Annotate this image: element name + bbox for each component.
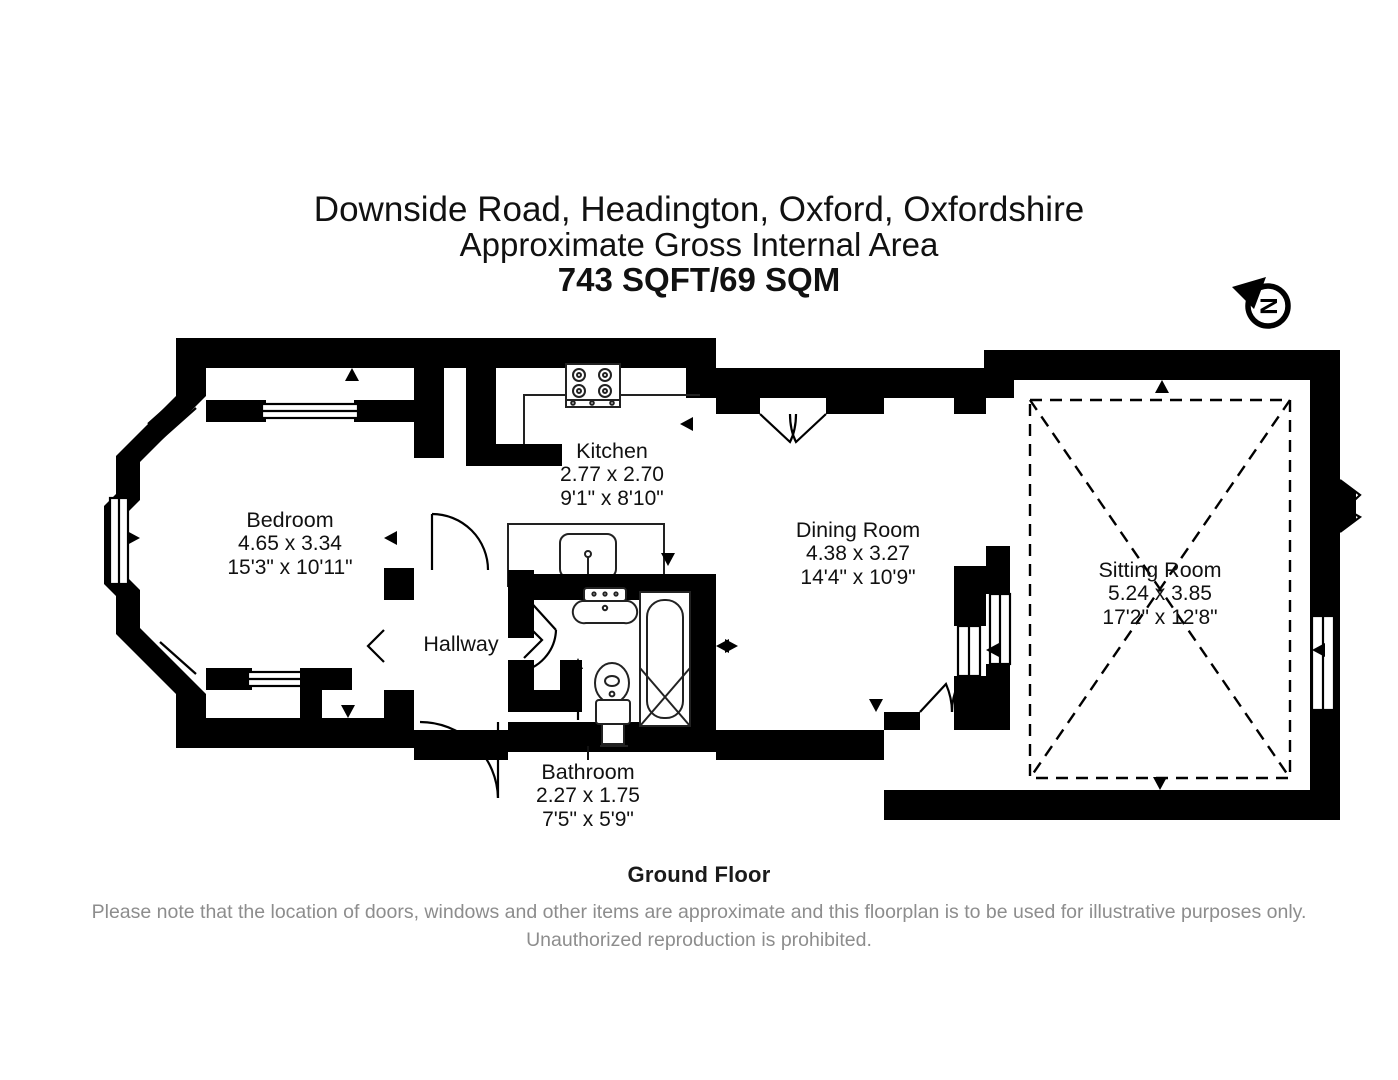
room-name: Dining Room xyxy=(795,518,921,542)
room-imperial: 7'5" x 5'9" xyxy=(542,807,634,831)
door-bathroom xyxy=(515,585,558,674)
bay-window-bedroom xyxy=(108,391,197,691)
room-label-dining-room: Dining Room 4.38 x 3.27 14'4" x 10'9" xyxy=(760,518,956,589)
room-metric: 4.38 x 3.27 xyxy=(806,542,910,566)
compass-rose: N xyxy=(1224,272,1304,344)
dining-room-walls xyxy=(716,368,986,730)
kitchen-worktop xyxy=(523,394,700,444)
room-label-bedroom: Bedroom 4.65 x 3.34 15'3" x 10'11" xyxy=(175,508,405,579)
disclaimer-text: Please note that the location of doors, … xyxy=(91,901,1307,952)
window-dining-east xyxy=(956,624,982,678)
title-block: Downside Road, Headington, Oxford, Oxfor… xyxy=(0,190,1398,298)
room-label-bathroom: Bathroom 2.27 x 1.75 7'5" x 5'9" xyxy=(490,760,686,831)
bathroom-access-arrow xyxy=(573,658,583,720)
window-bedroom-south xyxy=(246,670,306,688)
kitchen-area xyxy=(466,338,716,466)
double-door-sitting-east xyxy=(1339,479,1363,533)
room-name: Hallway xyxy=(423,632,499,656)
bathroom-toilet xyxy=(594,662,631,747)
room-metric: 2.77 x 2.70 xyxy=(560,463,664,487)
room-imperial: 14'4" x 10'9" xyxy=(800,565,916,589)
bathroom-bathtub xyxy=(639,591,691,727)
room-name: Sitting Room xyxy=(1098,558,1222,582)
room-metric: 5.24 x 3.85 xyxy=(1108,582,1212,606)
room-imperial: 17'2" x 12'8" xyxy=(1102,605,1218,629)
bedroom-walls xyxy=(206,338,444,730)
room-imperial: 15'3" x 10'11" xyxy=(227,555,353,579)
room-label-kitchen: Kitchen 2.77 x 2.70 9'1" x 8'10" xyxy=(522,439,702,510)
direction-arrows xyxy=(127,368,1325,790)
room-metric: 2.27 x 1.75 xyxy=(536,784,640,808)
bathroom-area xyxy=(508,586,716,747)
room-label-hallway: Hallway xyxy=(396,632,526,656)
door-hallway-south xyxy=(419,720,500,799)
property-address: Downside Road, Headington, Oxford, Oxfor… xyxy=(313,190,1085,229)
bathroom-basin xyxy=(571,587,639,625)
room-name: Bedroom xyxy=(246,508,334,532)
kitchen-hob xyxy=(565,363,621,408)
double-door-dining-north xyxy=(759,413,827,444)
north-arrow-icon: N xyxy=(1232,277,1291,329)
room-name: Bathroom xyxy=(541,760,635,784)
exterior-walls xyxy=(104,338,1356,820)
area-value: 743 SQFT/69 SQM xyxy=(557,260,841,298)
window-sitting-east xyxy=(1310,614,1336,712)
room-name: Kitchen xyxy=(576,439,648,463)
window-bedroom-north xyxy=(260,402,360,420)
door-bedroom xyxy=(430,512,490,571)
footer-block: Ground Floor Please note that the locati… xyxy=(0,862,1398,955)
floor-name: Ground Floor xyxy=(627,862,771,887)
room-imperial: 9'1" x 8'10" xyxy=(560,486,664,510)
sitting-room-area xyxy=(986,398,1363,780)
room-label-sitting-room: Sitting Room 5.24 x 3.85 17'2" x 12'8" xyxy=(1062,558,1258,629)
area-label: Approximate Gross Internal Area xyxy=(459,226,939,264)
svg-text:N: N xyxy=(1255,297,1282,314)
double-door-sitting-south xyxy=(919,682,987,713)
hallway-doors xyxy=(366,512,558,799)
room-metric: 4.65 x 3.34 xyxy=(238,532,342,556)
